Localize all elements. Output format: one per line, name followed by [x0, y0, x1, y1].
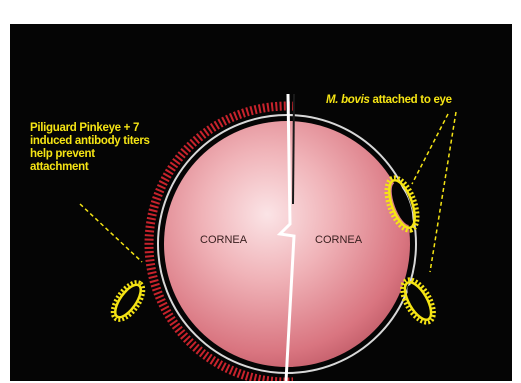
left-leader-line — [80, 204, 142, 262]
bacteria-caption-species: M. bovis — [326, 94, 370, 106]
bacterium-free-icon — [106, 277, 149, 326]
right-leader-line-1 — [412, 114, 448, 184]
antibody-caption: Piliguard Pinkeye + 7 induced antibody t… — [30, 122, 156, 174]
bacteria-caption-rest: attached to eye — [370, 94, 452, 106]
diagram-panel: Piliguard Pinkeye + 7 induced antibody t… — [10, 24, 512, 381]
right-leader-line-2 — [430, 112, 456, 272]
cornea-right-label: CORNEA — [315, 234, 362, 246]
cornea-left-label: CORNEA — [200, 234, 247, 246]
bacteria-caption: M. bovis attached to eye — [326, 94, 512, 107]
cornea-illustration — [10, 24, 512, 381]
